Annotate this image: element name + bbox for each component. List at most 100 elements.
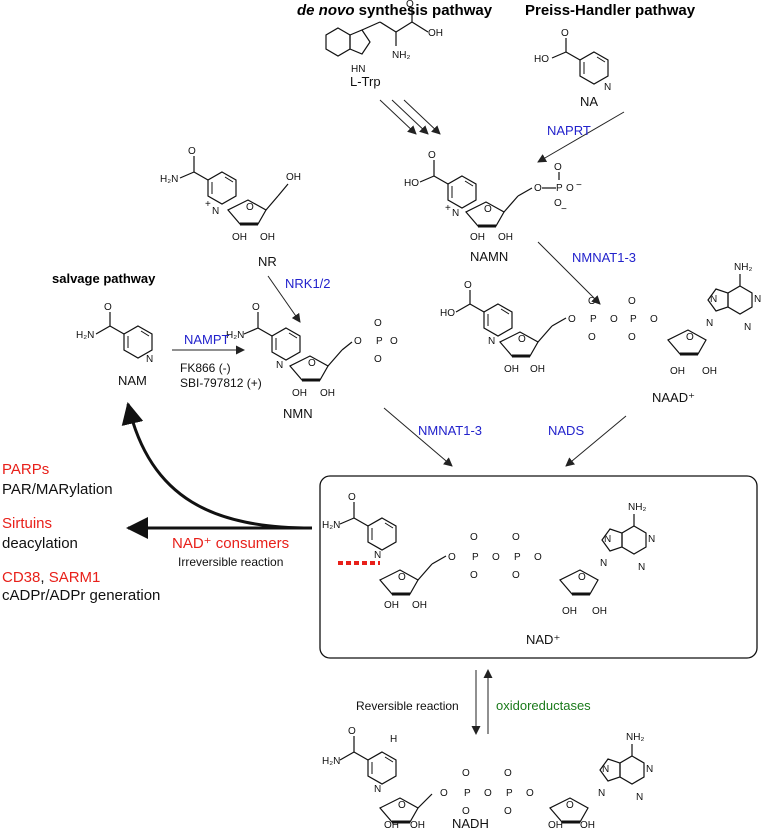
svg-text:OH: OH	[498, 232, 513, 243]
svg-text:H₂N: H₂N	[76, 330, 94, 341]
svg-text:OH: OH	[320, 388, 335, 399]
svg-text:N: N	[636, 792, 643, 803]
reversible-label: Reversible reaction	[356, 699, 459, 713]
svg-text:O: O	[484, 204, 492, 215]
svg-text:OH: OH	[470, 232, 485, 243]
svg-text:N: N	[648, 534, 655, 545]
na-structure: O HO N	[534, 28, 611, 93]
svg-text:NH₂: NH₂	[626, 732, 644, 743]
arrow-nmn-nad	[383, 407, 453, 467]
svg-text:P: P	[376, 336, 383, 347]
svg-text:N: N	[452, 208, 459, 219]
svg-text:O: O	[462, 768, 470, 779]
svg-text:OH: OH	[384, 600, 399, 611]
consumer-cadpr: cADPr/ADPr generation	[2, 587, 160, 604]
naad-structure: O HO N O OH OH O P O P O O O O O O OH OH…	[440, 262, 761, 377]
nad-structure: O H₂N N O OH OH O P O P O O O O O O OH O…	[322, 492, 655, 617]
svg-text:N: N	[604, 534, 611, 545]
svg-text:P: P	[590, 314, 597, 325]
svg-text:O: O	[512, 532, 520, 543]
nr-label: NR	[258, 254, 277, 269]
svg-text:O: O	[628, 296, 636, 307]
svg-text:N: N	[706, 318, 713, 329]
svg-text:+: +	[445, 203, 451, 214]
svg-text:O: O	[246, 202, 254, 213]
consumer-parylation: PAR/MARylation	[2, 481, 113, 498]
namn-label: NAMN	[470, 249, 508, 264]
svg-text:−: −	[561, 204, 567, 215]
consumer-deacylation: deacylation	[2, 535, 78, 552]
svg-text:OH: OH	[428, 28, 443, 39]
svg-text:H₂N: H₂N	[322, 520, 340, 531]
svg-text:N: N	[604, 82, 611, 93]
arrow-namn-naad	[537, 241, 601, 305]
svg-text:O: O	[588, 296, 596, 307]
namn-structure: O HO N + O P O O − O − O OH OH	[404, 150, 582, 243]
svg-text:O: O	[492, 552, 500, 563]
svg-text:OH: OH	[232, 232, 247, 243]
arrow-naad-nad	[565, 415, 627, 467]
na-label: NA	[580, 94, 598, 109]
svg-text:N: N	[488, 336, 495, 347]
enzyme-naprt: NAPRT	[547, 123, 591, 138]
svg-text:N: N	[602, 764, 609, 775]
svg-text:OH: OH	[260, 232, 275, 243]
svg-text:O: O	[462, 806, 470, 817]
svg-text:P: P	[630, 314, 637, 325]
arrow-ltrp-namn-3	[403, 99, 441, 135]
svg-text:O: O	[348, 492, 356, 503]
enzyme-nmnat-top: NMNAT1-3	[572, 250, 636, 265]
svg-text:O: O	[390, 336, 398, 347]
consumer-cd38-sarm1: CD38, SARM1	[2, 569, 100, 586]
svg-text:O: O	[554, 162, 562, 173]
svg-text:H₂N: H₂N	[160, 174, 178, 185]
svg-text:OH: OH	[530, 364, 545, 375]
svg-text:OH: OH	[562, 606, 577, 617]
svg-text:O: O	[628, 332, 636, 343]
svg-text:O: O	[686, 332, 694, 343]
svg-text:HO: HO	[534, 54, 549, 65]
svg-text:NH₂: NH₂	[628, 502, 646, 513]
svg-text:O: O	[526, 788, 534, 799]
svg-text:O: O	[650, 314, 658, 325]
svg-text:N: N	[754, 294, 761, 305]
nad-consumers-label: NAD⁺ consumers	[172, 535, 289, 552]
nad-box	[319, 475, 758, 659]
nad-label: NAD⁺	[526, 632, 560, 647]
svg-text:O: O	[578, 572, 586, 583]
ltrp-label: L-Trp	[350, 74, 381, 89]
svg-text:O: O	[348, 726, 356, 737]
svg-text:HN: HN	[351, 64, 365, 75]
svg-text:OH: OH	[410, 820, 425, 831]
modulator-fk866: FK866 (-)	[180, 361, 231, 375]
nadh-structure: O H₂N H N O OH OH O P O P O O O O O O OH…	[322, 726, 653, 831]
arrow-ltrp-namn-2	[391, 99, 429, 135]
svg-text:O: O	[440, 788, 448, 799]
nam-structure: O H₂N N	[76, 302, 153, 365]
svg-text:N: N	[638, 562, 645, 573]
svg-text:N: N	[710, 294, 717, 305]
enzyme-nampt: NAMPT	[184, 332, 230, 347]
svg-text:O: O	[428, 150, 436, 161]
svg-text:N: N	[276, 360, 283, 371]
svg-text:O: O	[398, 572, 406, 583]
ltrp-structure: HN O OH NH₂	[325, 0, 443, 75]
nadh-label: NADH	[452, 816, 489, 831]
svg-text:OH: OH	[286, 172, 301, 183]
arrow-nr-nmn	[267, 275, 301, 323]
nam-label: NAM	[118, 373, 147, 388]
svg-text:N: N	[598, 788, 605, 799]
nr-structure: O H₂N N + OH O OH OH	[160, 146, 301, 243]
svg-text:NH₂: NH₂	[734, 262, 752, 273]
svg-text:OH: OH	[548, 820, 563, 831]
modulator-sbi: SBI-797812 (+)	[180, 376, 262, 390]
enzyme-nads: NADS	[548, 423, 584, 438]
svg-text:O: O	[518, 334, 526, 345]
svg-text:OH: OH	[384, 820, 399, 831]
svg-text:O: O	[188, 146, 196, 157]
svg-text:O: O	[588, 332, 596, 343]
svg-text:H₂N: H₂N	[226, 330, 244, 341]
svg-text:O: O	[252, 302, 260, 313]
svg-text:−: −	[576, 180, 582, 191]
